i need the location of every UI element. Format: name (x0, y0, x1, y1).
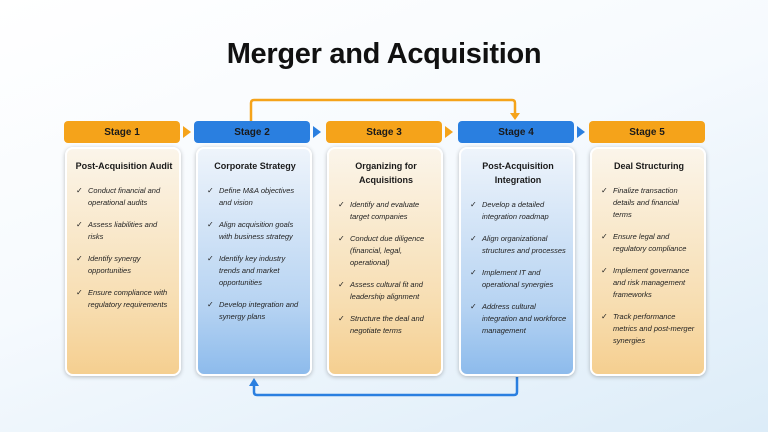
check-icon: ✓ (470, 234, 477, 243)
check-icon: ✓ (601, 266, 608, 275)
checklist-item: ✓ Identify and evaluate target companies (337, 199, 435, 223)
check-icon: ✓ (601, 186, 608, 195)
top-connector-arrowhead (510, 113, 520, 120)
checklist-item: ✓ Track performance metrics and post-merg… (600, 311, 698, 347)
checklist-item: ✓ Conduct financial and operational audit… (75, 185, 173, 209)
checklist-item-text: Implement governance and risk management… (613, 266, 690, 299)
check-icon: ✓ (601, 232, 608, 241)
checklist-item: ✓ Implement IT and operational synergies (469, 267, 567, 291)
checklist-item-text: Finalize transaction details and financi… (613, 186, 679, 219)
check-icon: ✓ (601, 312, 608, 321)
checklist: ✓ Finalize transaction details and financ… (600, 185, 698, 347)
checklist-item-text: Assess liabilities and risks (88, 220, 158, 241)
stage-label-1: Stage 1 (64, 121, 180, 143)
check-icon: ✓ (207, 254, 214, 263)
checklist-item: ✓ Align acquisition goals with business s… (206, 219, 304, 243)
checklist-item: ✓ Define M&A objectives and vision (206, 185, 304, 209)
checklist-item-text: Identify key industry trends and market … (219, 254, 286, 287)
check-icon: ✓ (76, 254, 83, 263)
stage-label-5: Stage 5 (589, 121, 705, 143)
card-title: Corporate Strategy (214, 161, 296, 171)
checklist-item-text: Identify and evaluate target companies (350, 200, 420, 221)
stage-chevron-icon (445, 126, 453, 138)
check-icon: ✓ (207, 300, 214, 309)
check-icon: ✓ (338, 200, 345, 209)
check-icon: ✓ (470, 302, 477, 311)
checklist-item-text: Align acquisition goals with business st… (219, 220, 294, 241)
checklist-item-text: Address cultural integration and workfor… (482, 302, 567, 335)
stage-label-4: Stage 4 (458, 121, 574, 143)
stage-chevron-icon (313, 126, 321, 138)
page-title: Merger and Acquisition (226, 38, 542, 70)
checklist: ✓Develop a detailed integration roadmap✓… (469, 199, 567, 337)
check-icon: ✓ (207, 220, 214, 229)
checklist-item: ✓ Align organizational structures and pro… (469, 233, 567, 257)
checklist: ✓ Define M&A objectives and vision ✓ Align … (206, 185, 304, 323)
card-title: Post-Acquisition Audit (75, 161, 173, 171)
checklist-item: ✓ Identify key industry trends and market… (206, 253, 304, 289)
stage-chevron-icon (183, 126, 191, 138)
stage-chevron-icon (577, 126, 585, 138)
checklist-item-text: Identify synergy opportunities (88, 254, 141, 275)
stage-card-5: Deal Structuring ✓ Finalize transaction de… (590, 147, 706, 376)
bottom-connector-arrow (252, 377, 519, 397)
card-title: Deal Structuring (613, 161, 684, 171)
checklist-item: ✓ Ensure legal and regulatory compliance (600, 231, 698, 255)
stage-card-1: Post-Acquisition Audit ✓ Conduct financial… (65, 147, 181, 376)
checklist-item: ✓ Conduct due diligence (financial, legal… (337, 233, 435, 269)
check-icon: ✓ (470, 200, 477, 209)
stage-card-4: Post-Acquisition Integration ✓ Develop a d… (459, 147, 575, 376)
checklist: ✓ Conduct financial and operational audit… (75, 185, 173, 311)
checklist-item-text: Align organizational structures and proc… (482, 234, 566, 255)
check-icon: ✓ (338, 234, 345, 243)
checklist-item: ✓ Structure the deal and negotiate terms (337, 313, 435, 337)
checklist-item-text: Define M&A objectives and vision (219, 186, 295, 207)
check-icon: ✓ (76, 220, 83, 229)
checklist: ✓Identify and evaluate target companies✓… (337, 199, 435, 337)
check-icon: ✓ (76, 288, 83, 297)
checklist-item: ✓ Address cultural integration and workfo… (469, 301, 567, 337)
check-icon: ✓ (338, 280, 345, 289)
top-connector-arrow (249, 98, 517, 121)
checklist-item-text: Assess cultural fit and leadership align… (350, 280, 423, 301)
stage-label-2: Stage 2 (194, 121, 310, 143)
checklist-item-text: Develop a detailed integration roadmap (482, 200, 549, 221)
check-icon: ✓ (207, 186, 214, 195)
checklist-item: ✓ Implement governance and risk managemen… (600, 265, 698, 301)
stage-card-3: Organizing for Acquisitions ✓ Identify and… (327, 147, 443, 376)
checklist-item: ✓ Ensure compliance with regulatory requi… (75, 287, 173, 311)
checklist-item-text: Structure the deal and negotiate terms (350, 314, 424, 335)
checklist-item: ✓ Develop a detailed integration roadmap (469, 199, 567, 223)
checklist-item-text: Develop integration and synergy plans (219, 300, 299, 321)
checklist-item-text: Track performance metrics and post-merge… (613, 312, 695, 345)
checklist-item-text: Conduct due diligence (financial, legal,… (350, 234, 425, 267)
check-icon: ✓ (338, 314, 345, 323)
card-title: Post-Acquisition Integration (482, 161, 554, 185)
check-icon: ✓ (76, 186, 83, 195)
checklist-item-text: Conduct financial and operational audits (88, 186, 161, 207)
stage-card-2: Corporate Strategy ✓ Define M&A objectives… (196, 147, 312, 376)
checklist-item-text: Ensure compliance with regulatory requir… (88, 288, 168, 309)
card-title: Organizing for Acquisitions (355, 161, 417, 185)
checklist-item: ✓ Develop integration and synergy plans (206, 299, 304, 323)
stage-label-3: Stage 3 (326, 121, 442, 143)
checklist-item: ✓ Identify synergy opportunities (75, 253, 173, 277)
checklist-item-text: Implement IT and operational synergies (482, 268, 554, 289)
checklist-item-text: Ensure legal and regulatory compliance (613, 232, 687, 253)
bottom-connector-arrowhead (249, 378, 259, 386)
checklist-item: ✓ Assess cultural fit and leadership alig… (337, 279, 435, 303)
checklist-item: ✓ Finalize transaction details and financ… (600, 185, 698, 221)
checklist-item: ✓ Assess liabilities and risks (75, 219, 173, 243)
check-icon: ✓ (470, 268, 477, 277)
